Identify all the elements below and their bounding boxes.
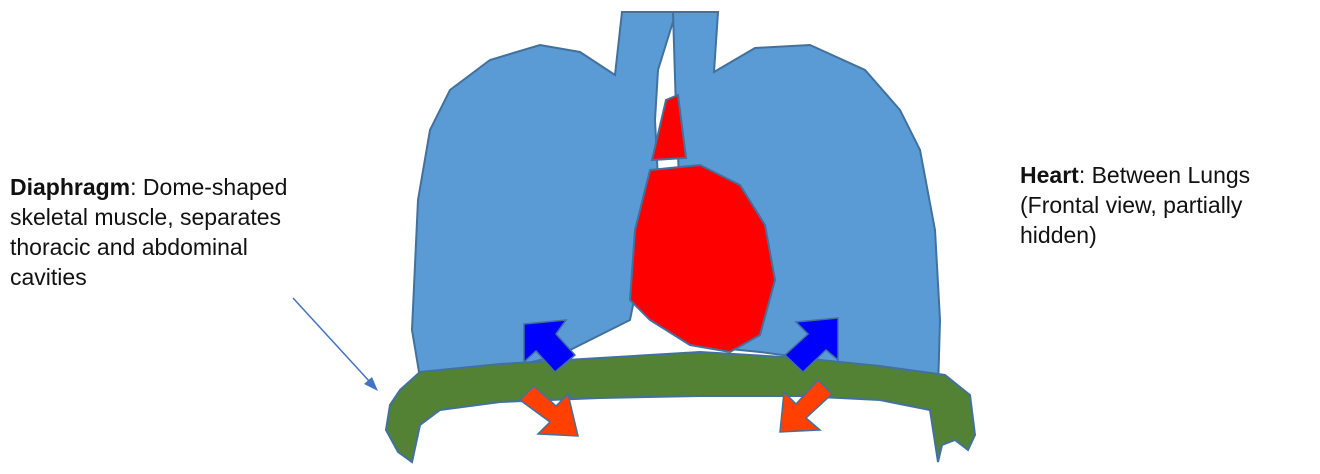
diaphragm-pointer-arrowhead [364, 377, 378, 391]
diaphragm-pointer-line [293, 298, 370, 382]
diaphragm [386, 352, 975, 462]
